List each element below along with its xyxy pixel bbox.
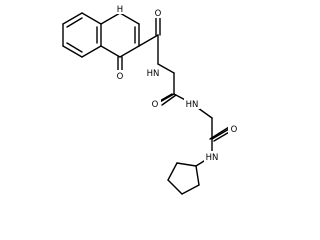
- bond: [66, 42, 83, 53]
- bond: [81, 45, 102, 58]
- bond: [81, 12, 102, 25]
- pyridinone-ring: [100, 12, 140, 74]
- bond: [167, 179, 183, 195]
- bond: [100, 12, 121, 25]
- bond: [167, 162, 178, 181]
- ring-nitrogen-h-label: H: [117, 5, 123, 15]
- bond: [119, 45, 140, 58]
- bond: [161, 94, 177, 106]
- cyclopentyl-ring: [167, 162, 200, 195]
- bond: [209, 126, 230, 140]
- amide2-nh-label: HN: [186, 100, 199, 110]
- molecule-canvas: H O O HN O HN O HN: [62, 3, 240, 195]
- atom-labels: H O O HN O HN O HN: [113, 3, 240, 163]
- bond: [211, 128, 230, 140]
- bond: [181, 184, 200, 195]
- bond: [119, 12, 140, 25]
- amide2-oxygen-label: O: [152, 100, 159, 110]
- amide-chain: [138, 15, 232, 167]
- amide3-nh-label: HN: [206, 153, 219, 163]
- bond: [138, 34, 159, 47]
- amide1-nh-label: HN: [147, 69, 160, 79]
- benzene-ring: [62, 12, 102, 58]
- bond: [66, 17, 83, 28]
- bond: [100, 45, 121, 58]
- molecule-structure: H O O HN O HN O HN: [62, 3, 240, 195]
- amide3-oxygen-label: O: [231, 125, 238, 135]
- bond: [157, 63, 175, 74]
- bond: [176, 162, 197, 167]
- bond: [62, 45, 83, 58]
- amide1-oxygen-label: O: [155, 9, 162, 19]
- bond: [195, 165, 200, 186]
- keto-oxygen-label: O: [117, 72, 124, 82]
- bond: [62, 12, 83, 25]
